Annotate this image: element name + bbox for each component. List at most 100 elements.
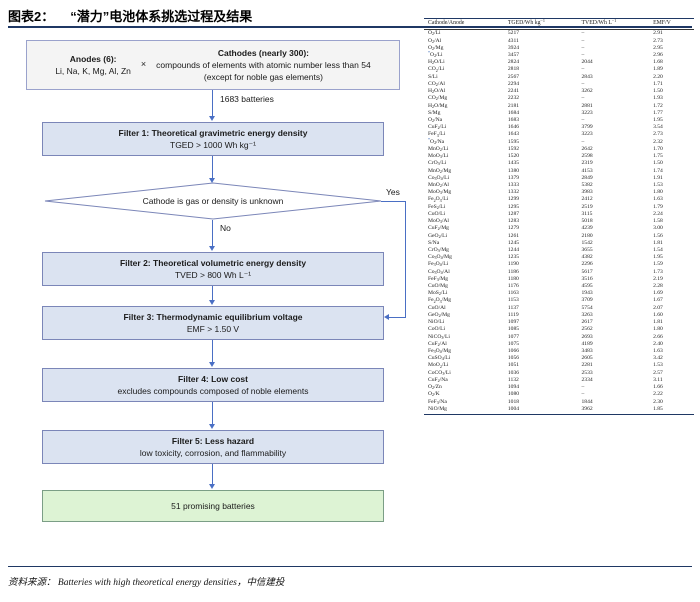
cell-tved: – <box>581 30 585 37</box>
cell-cathode_anode: Co3O4/Mg <box>428 254 452 261</box>
cell-tged: 1332 <box>507 189 520 196</box>
source-text: Batteries with high theoretical energy d… <box>57 578 285 588</box>
cell-cathode_anode: NiO/Li <box>428 319 445 326</box>
cell-emf: 2.40 <box>653 340 663 347</box>
cell-cathode_anode: CuF2/Li <box>428 124 447 131</box>
battery-data-table-wrapper: Cathode/Anode TGED/Wh kg−1 TVED/Wh L−1 E… <box>424 18 694 415</box>
cell-tged: 1299 <box>507 196 520 203</box>
cell-cathode_anode: H2O/Mg <box>428 102 448 109</box>
cell-tged: 1244 <box>507 246 520 253</box>
cell-emf: 2.20 <box>653 73 663 80</box>
cell-emf: 1.56 <box>653 232 663 239</box>
cell-tged: 1186 <box>507 268 519 275</box>
arrow-source-filter1 <box>209 116 215 121</box>
arrow-filter2-filter3 <box>209 300 215 305</box>
anodes-list: Li, Na, K, Mg, Al, Zn <box>55 66 131 76</box>
connector-yes-vertical <box>405 201 406 317</box>
cell-tged: 2181 <box>507 102 520 109</box>
cell-tged: 1245 <box>507 239 520 246</box>
connector-filter5-result <box>212 464 213 486</box>
cell-cathode_anode: CuO/Mg <box>428 283 448 290</box>
filter-5-criterion: low toxicity, corrosion, and flammabilit… <box>139 448 287 458</box>
cell-cathode_anode: CuF2/Na <box>428 376 448 383</box>
cell-tved: 3223 <box>581 109 593 116</box>
arrow-no-to-filter2 <box>209 246 215 251</box>
cell-tved: – <box>581 384 585 391</box>
cell-emf: 1.75 <box>653 153 663 160</box>
cell-tged: 1684 <box>507 109 520 116</box>
cell-cathode_anode: Co3O4/Al <box>428 268 450 275</box>
cell-tged: 1333 <box>507 181 520 188</box>
decision-yes-label: Yes <box>386 187 400 197</box>
cell-tved: 2693 <box>581 333 593 340</box>
cell-cathode_anode: O2/Zn <box>428 384 442 391</box>
filter-3-title: Filter 3: Thermodynamic equilibrium volt… <box>123 311 303 322</box>
cell-emf: 1.54 <box>653 246 663 253</box>
col-header-tved: TVED/Wh L−1 <box>581 18 654 30</box>
cell-emf: 2.07 <box>653 304 663 311</box>
cell-tged: 2824 <box>507 59 520 66</box>
filter-5-title: Filter 5: Less hazard <box>171 435 255 446</box>
cell-cathode_anode: O2/K <box>428 391 440 398</box>
cell-cathode_anode: MnO2/Al <box>428 181 449 189</box>
cell-cathode_anode: CoCO3/Li <box>428 369 451 376</box>
cell-cathode_anode: GeO2/Mg <box>428 311 450 319</box>
cell-tved: 3223 <box>581 131 593 138</box>
cell-cathode_anode: CuF2/Mg <box>428 225 449 232</box>
cell-emf: 1.85 <box>653 405 663 412</box>
cell-tged: 1595 <box>507 138 520 145</box>
cell-cathode_anode: FeS2/Li <box>428 203 446 210</box>
cell-tged: 1435 <box>507 160 520 167</box>
cell-tved: 2044 <box>581 59 593 66</box>
cell-cathode_anode: CoO/Li <box>428 326 446 333</box>
cell-emf: 2.24 <box>653 210 663 217</box>
cell-emf: 2.22 <box>653 391 663 398</box>
cell-cathode_anode: CuO/Al <box>428 304 446 311</box>
filter-2-criterion: TVED > 800 Wh L⁻¹ <box>174 270 252 280</box>
cell-tged: 1176 <box>507 283 519 290</box>
cell-tved: 2605 <box>581 355 593 362</box>
decision-question: Cathode is gas or density is unknown <box>142 196 284 206</box>
table-bottom-rule <box>424 413 694 415</box>
cell-tged: 1283 <box>507 218 520 225</box>
cell-cathode_anode: MnO2/Mg <box>428 167 452 174</box>
cell-emf: 1.89 <box>653 66 663 73</box>
cell-emf: 1.66 <box>653 384 663 391</box>
cell-emf: 2.73 <box>653 131 663 138</box>
cell-tved: – <box>581 80 585 87</box>
cell-tged: 1056 <box>507 355 520 362</box>
cell-emf: 2.28 <box>653 283 663 290</box>
cell-tved: 3983 <box>581 189 593 196</box>
initial-count-label: 1683 batteries <box>220 94 274 104</box>
cell-emf: 1.53 <box>653 362 663 369</box>
cell-tved: 4382 <box>581 254 593 261</box>
cell-tged: 1004 <box>507 405 520 412</box>
source-box: Anodes (6): Li, Na, K, Mg, Al, Zn × Cath… <box>26 40 400 90</box>
cell-tved: – <box>581 391 585 398</box>
cell-emf: 1.74 <box>653 167 663 174</box>
cell-emf: 1.68 <box>653 59 663 66</box>
cell-emf: 1.58 <box>653 218 663 225</box>
arrow-filter4-filter5 <box>209 424 215 429</box>
cell-tved: 1943 <box>581 290 593 297</box>
multiply-icon: × <box>140 59 147 70</box>
cell-cathode_anode: Fe3O4/Mg <box>428 348 451 355</box>
arrow-yes-into-filter3 <box>384 313 389 320</box>
connector-no-vertical <box>212 220 213 248</box>
anodes-title: Anodes (6): <box>69 53 117 64</box>
cell-cathode_anode: Co3O4/Li <box>428 174 450 181</box>
cell-cathode_anode: Fe2O3/Li <box>428 196 449 203</box>
cell-tved: 3709 <box>581 297 593 304</box>
